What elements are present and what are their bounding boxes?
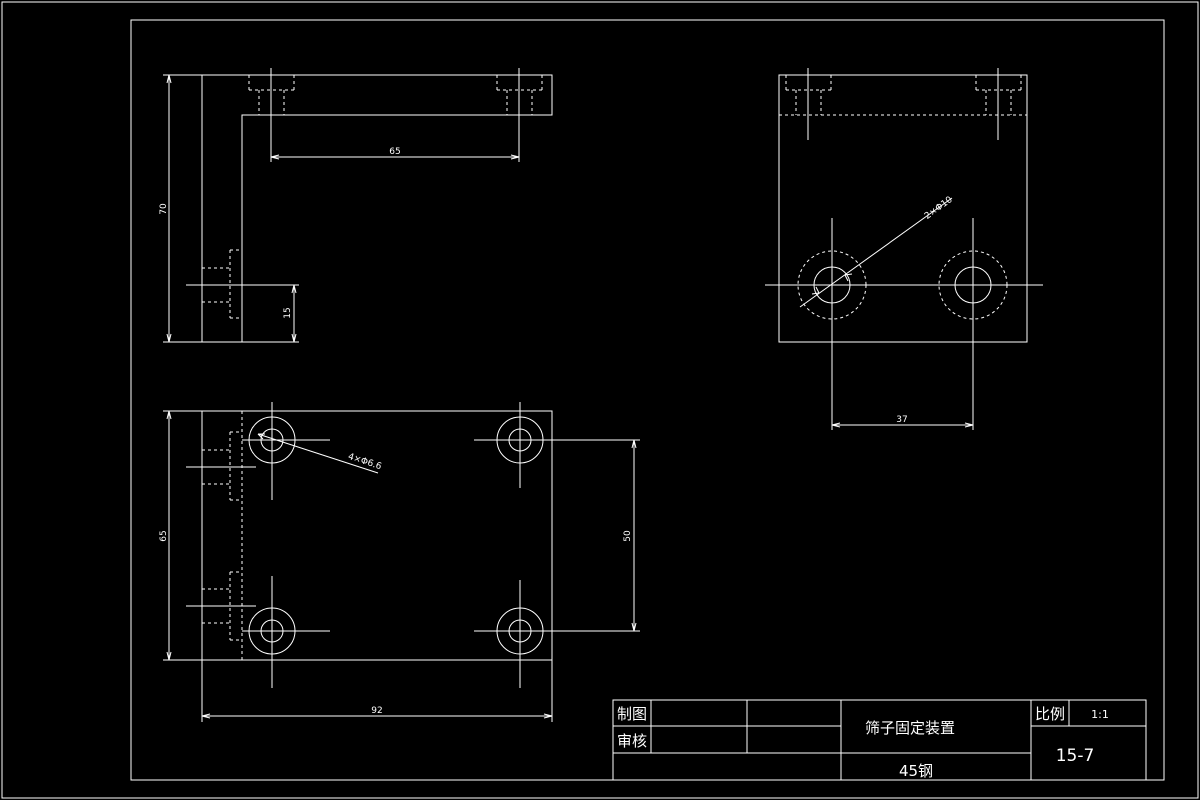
front-view-outline [201,74,553,343]
scale-value: 1:1 [1091,708,1109,721]
dim-text-15-front: 15 [283,307,293,318]
dim-70-front: 70 [159,74,202,343]
front-side-hole [186,249,256,319]
dim-text-65-front: 65 [389,147,400,157]
dim-text-65-top: 65 [159,530,169,541]
callout-2xphi10: 2×Φ10 [799,195,955,308]
front-view: 65 70 15 [159,68,553,343]
top-view: 4×Φ6.6 65 50 92 [159,402,640,722]
drawing-number: 15-7 [1056,746,1095,766]
side-view-outline [778,74,1028,343]
dim-15-front: 15 [242,284,299,343]
material: 45钢 [899,762,933,780]
dim-37-side: 37 [831,342,974,430]
dim-text-37-side: 37 [896,415,907,425]
drawing-frame [130,19,1165,781]
front-top-hole-right [496,68,543,162]
dim-65-front: 65 [270,147,520,160]
title-block: 制图 审核 筛子固定装置 45钢 比例 1:1 15-7 [612,699,1147,781]
dim-92-top: 92 [201,660,553,722]
dim-text-70-front: 70 [159,203,169,215]
checked-by-label: 审核 [617,732,647,750]
dim-text-50-top: 50 [623,530,633,542]
dim-50-top: 50 [623,439,637,632]
front-top-hole-left [248,68,295,162]
callout-text-4xphi6-6: 4×Φ6.6 [347,452,383,472]
top-hole-4 [474,580,640,688]
side-top-hole-left [785,68,832,140]
top-side-hole-upper [186,431,256,501]
top-hole-1 [242,402,330,500]
top-hole-2 [474,402,640,488]
top-view-outline [201,410,553,661]
dim-65-top: 65 [159,410,202,661]
top-hole-3 [242,576,330,688]
callout-text-2xphi10: 2×Φ10 [923,195,955,222]
top-side-hole-lower [186,571,256,641]
drawn-by-label: 制图 [617,705,647,723]
part-name: 筛子固定装置 [865,719,955,737]
side-view: 2×Φ10 37 [765,68,1043,430]
side-hole-right [938,218,1008,342]
dim-text-92-top: 92 [371,706,382,716]
side-top-hole-right [975,68,1022,140]
scale-label: 比例 [1035,705,1065,723]
side-hole-left [797,218,867,342]
